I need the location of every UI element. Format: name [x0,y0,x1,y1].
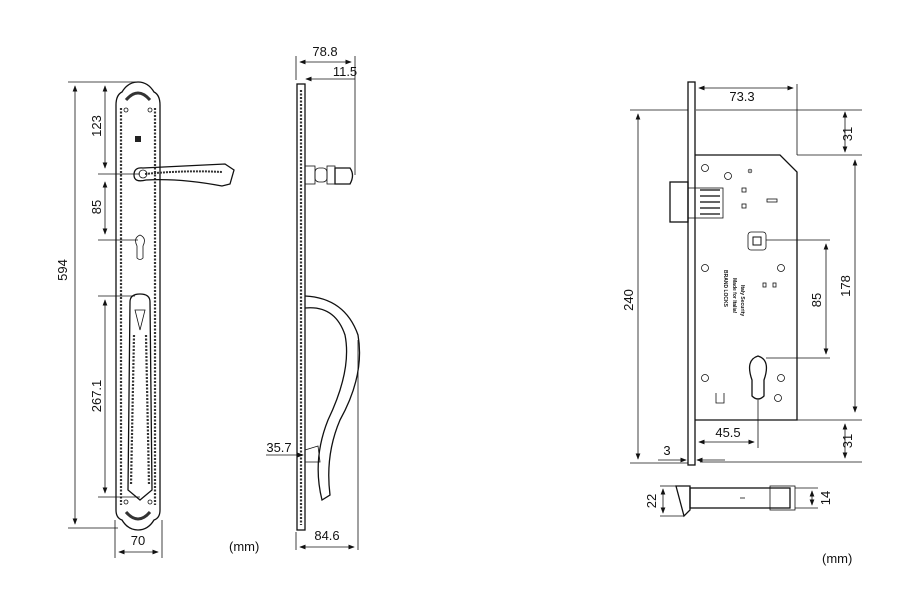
backplate-outline [115,81,161,531]
latch-body [689,487,791,509]
case-brand-text: BRAND LOCKS [722,270,728,308]
side-lever-end [334,167,354,185]
dim-pull-offset: 35.7 [266,440,291,455]
side-view-handle [296,83,361,531]
case-security-text: Italy Security [739,285,745,316]
dim-bottom-margin: 31 [840,434,855,448]
case-made-text: Made for Italia! [731,278,737,314]
dim-rose-offset: 11.5 [333,64,357,79]
dim-case-height: 178 [838,275,853,297]
side-view-dimensions: 78.8 11.5 35.7 84.6 [266,44,359,550]
lever-handle [133,163,235,187]
latch-bolt [669,181,689,223]
faceplate [687,81,696,466]
latch-tongue [675,485,691,518]
mortise-lock-body: BRAND LOCKS Made for Italia! Italy Secur… [669,81,798,466]
side-plate [296,83,306,531]
dim-top-to-lever: 123 [89,115,104,137]
dim-faceplate-height: 240 [621,289,636,311]
dim-lever-to-cylinder: 85 [89,200,104,214]
side-pull-handle [304,295,361,502]
dim-backset: 45.5 [715,425,740,440]
dim-faceplate-thickness: 3 [663,443,670,458]
cylinder-hole [748,355,768,400]
dim-center-distance: 85 [809,293,824,307]
dim-lever-projection: 78.8 [312,44,337,59]
top-ornament [124,91,152,102]
latch-bottom-view: 22 14 [644,485,833,518]
dim-pull-length: 267.1 [89,380,104,413]
bottom-ornament [124,510,152,521]
unit-label-left: (mm) [229,539,259,554]
lock-case [695,154,798,421]
spindle-hole [747,231,767,251]
front-view-dimensions: 594 123 85 267.1 70 (mm) [55,81,259,558]
dim-latch-height: 22 [644,494,659,508]
keyhole [135,234,145,260]
mortise-dimensions: 73.3 31 178 85 240 31 45.5 3 (mm) [621,84,862,566]
dim-plate-width: 70 [131,533,145,548]
dim-top-margin: 31 [840,127,855,141]
pull-handle [127,293,153,501]
front-view-handle [115,81,235,531]
dim-latch-width: 14 [818,491,833,505]
unit-label-right: (mm) [822,551,852,566]
thumbturn-square [135,136,141,142]
dim-overall-height: 594 [55,259,70,281]
dim-pull-projection: 84.6 [314,528,339,543]
dim-backset-total: 73.3 [729,89,754,104]
